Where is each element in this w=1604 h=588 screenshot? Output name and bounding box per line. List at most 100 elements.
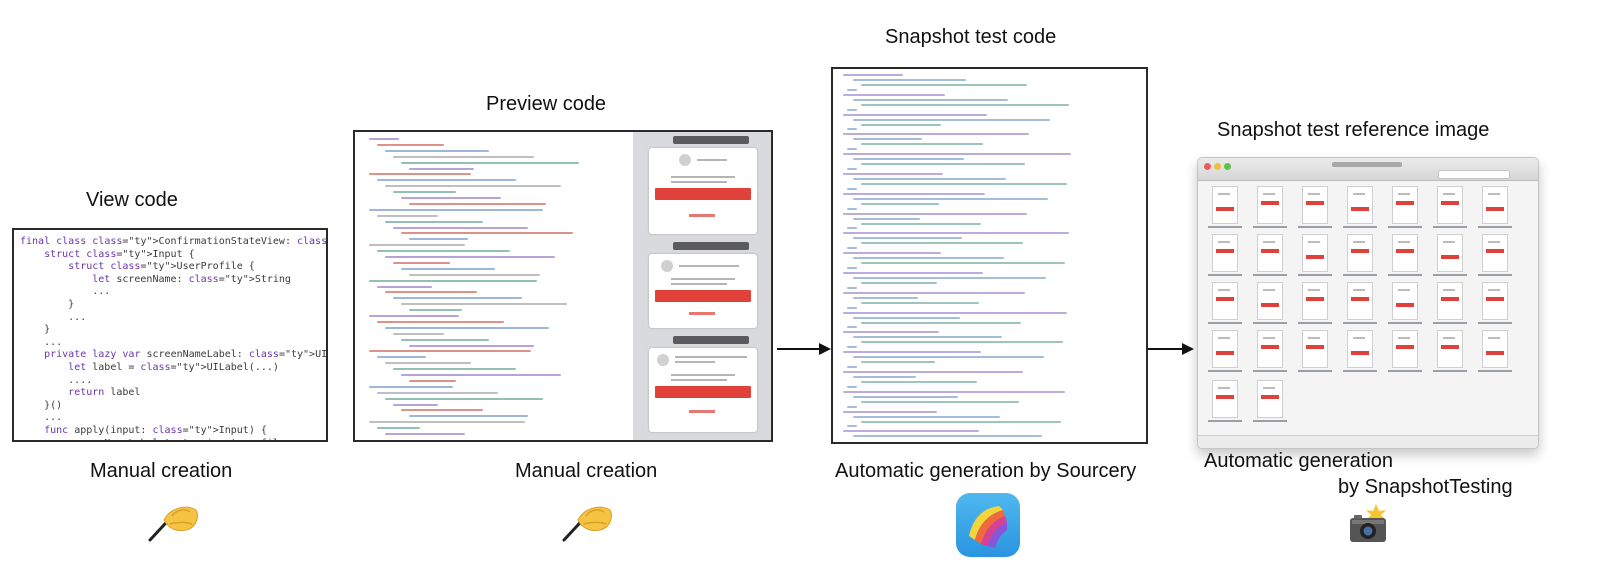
code-line [861, 143, 983, 146]
code-line [393, 191, 456, 194]
thumbnail-filename [1298, 370, 1332, 372]
reference-thumbnail [1212, 186, 1238, 224]
reference-thumbnail [1482, 186, 1508, 224]
reference-thumbnail [1482, 282, 1508, 320]
code-line [393, 403, 438, 406]
cancel-link [689, 312, 715, 315]
thumbnail-filename [1208, 322, 1242, 324]
preview-toolbar [673, 136, 749, 144]
code-line [843, 410, 937, 413]
avatar [679, 154, 691, 166]
code-line [377, 250, 510, 253]
code-line: } [20, 324, 51, 336]
code-line [847, 366, 857, 369]
thumbnail-filename [1298, 322, 1332, 324]
code-line [847, 168, 857, 171]
code-line [377, 356, 426, 359]
view-code-caption: Manual creation [90, 460, 233, 482]
reference-thumbnail [1437, 282, 1463, 320]
code-line [369, 138, 399, 140]
thumbnail-filename [1478, 370, 1512, 372]
reference-caption-line2: by SnapshotTesting [1338, 476, 1513, 498]
code-line [861, 380, 977, 383]
code-line [847, 286, 857, 289]
thumbnail-filename [1388, 322, 1422, 324]
reference-thumbnail [1392, 234, 1418, 272]
preview-code-panel [353, 130, 773, 442]
code-line [853, 356, 1044, 359]
writing-hand-icon [562, 506, 613, 542]
code-line [393, 155, 534, 158]
code-line [843, 74, 903, 76]
code-line [369, 385, 453, 388]
code-line [853, 336, 1002, 339]
code-line [385, 256, 555, 258]
code-line: ... [20, 412, 63, 424]
code-line: } [20, 298, 75, 310]
code-line: final class class="ty">ConfirmationState… [20, 236, 328, 247]
thumbnail-filename [1253, 370, 1287, 372]
code-line [393, 226, 528, 229]
code-line [847, 207, 857, 210]
code-line [853, 118, 1050, 121]
code-line [861, 361, 935, 364]
code-line: func apply(input: class="ty">Input) { [44, 424, 267, 436]
code-line [853, 98, 1008, 101]
preview-device-3 [649, 348, 757, 432]
confirm-button [655, 386, 751, 398]
thumbnail-filename [1208, 370, 1242, 372]
thumbnail-filename [1478, 226, 1512, 228]
code-line [369, 421, 525, 424]
code-line [377, 427, 420, 430]
code-line [401, 409, 483, 412]
code-line: ... [20, 311, 87, 323]
code-line [409, 273, 540, 276]
code-line [861, 242, 1023, 245]
thumbnail-filename [1433, 322, 1467, 324]
code-line [401, 374, 561, 376]
reference-thumbnail [1437, 186, 1463, 224]
thumbnail-filename [1388, 370, 1422, 372]
code-line [393, 332, 444, 335]
code-line [843, 232, 1069, 235]
code-line: }() [20, 399, 63, 411]
avatar [657, 354, 669, 366]
reference-thumbnail [1482, 330, 1508, 368]
code-line [385, 397, 543, 400]
minimize-icon [1214, 163, 1221, 170]
code-line [385, 291, 477, 294]
code-line [385, 185, 561, 188]
code-line [369, 244, 465, 247]
code-line [853, 375, 916, 378]
code-line [843, 133, 1029, 136]
code-line [393, 368, 516, 371]
reference-thumbnail [1257, 282, 1283, 320]
code-line [847, 326, 857, 329]
reference-thumbnail [1392, 282, 1418, 320]
code-line [843, 351, 981, 354]
code-line [401, 161, 579, 164]
code-line [377, 391, 498, 394]
code-line [393, 297, 522, 300]
code-line: private lazy var screenNameLabel: class=… [44, 349, 328, 361]
code-line [853, 138, 922, 141]
code-line [369, 315, 459, 317]
code-line [847, 187, 857, 190]
thumbnail-filename [1253, 322, 1287, 324]
reference-thumbnail [1257, 330, 1283, 368]
preview-code-editor [355, 132, 633, 440]
code-line [385, 326, 549, 329]
code-line [369, 279, 537, 282]
confirm-button [655, 290, 751, 302]
code-line [847, 128, 857, 131]
code-line [853, 158, 964, 161]
code-line [409, 415, 528, 418]
code-line [853, 316, 960, 319]
preview-canvas [633, 132, 771, 440]
preview-code-title: Preview code [486, 93, 607, 115]
code-line [843, 291, 1025, 294]
code-line [843, 390, 1065, 393]
reference-caption-line1: Automatic generation [1204, 450, 1394, 472]
code-line [401, 303, 567, 306]
code-line [847, 306, 857, 309]
